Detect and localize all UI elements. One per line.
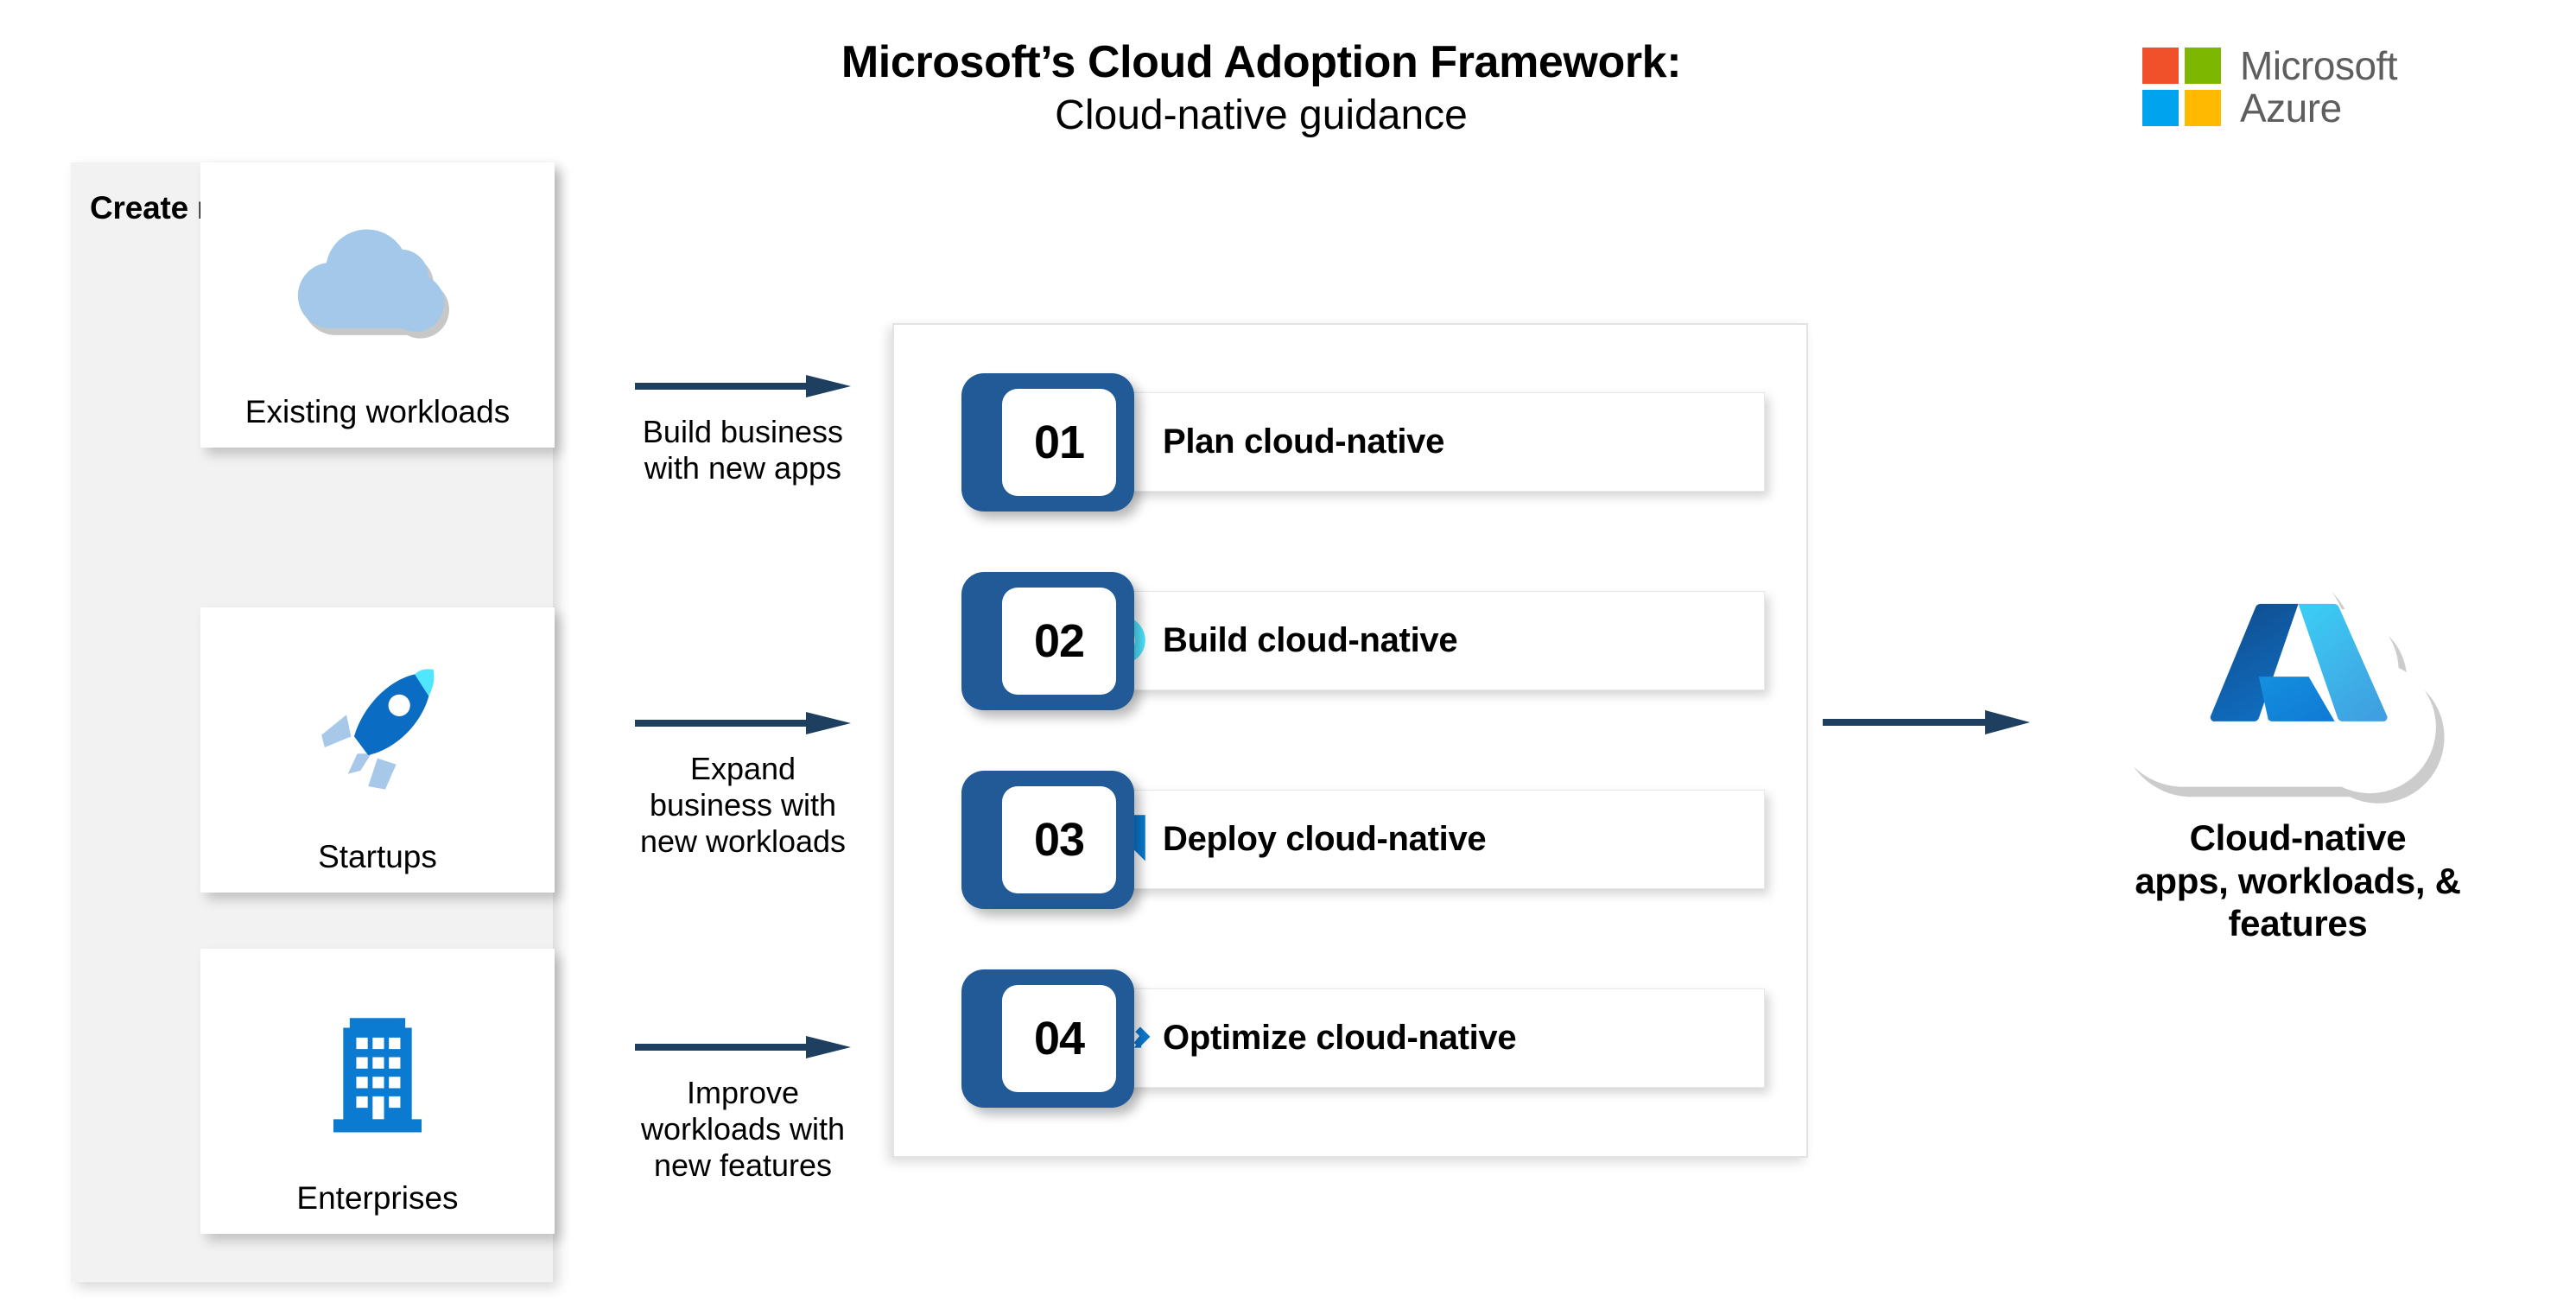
step-row[interactable]: Deploy cloud-native 03 bbox=[961, 771, 1765, 909]
square-green bbox=[2185, 48, 2221, 85]
rocket-icon bbox=[200, 607, 555, 840]
step-row[interactable]: Build cloud-native 02 bbox=[961, 572, 1765, 710]
step-label: Plan cloud-native bbox=[1163, 423, 1445, 461]
step-label: Optimize cloud-native bbox=[1163, 1019, 1517, 1057]
step-bar[interactable]: Optimize cloud-native bbox=[1067, 988, 1765, 1088]
brand-line-azure: Azure bbox=[2240, 85, 2342, 130]
flow-caption: Build business with new apps bbox=[562, 414, 924, 486]
step-number: 01 bbox=[1002, 389, 1116, 496]
brand-wordmark: Microsoft Azure bbox=[2240, 43, 2398, 130]
flow-caption-line: workloads with bbox=[640, 1110, 846, 1147]
step-label: Deploy cloud-native bbox=[1163, 820, 1487, 858]
create-new-business-value-panel: Create new business value Startups bbox=[71, 162, 555, 1282]
outcome-label-line: features bbox=[2228, 903, 2368, 944]
flow-expand-business: Expand business with new workloads bbox=[562, 709, 924, 859]
outcome-label: Cloud-native apps, workloads, & features bbox=[2056, 817, 2540, 945]
flow-caption-line: Improve bbox=[686, 1075, 800, 1110]
flow-caption-line: business with bbox=[649, 786, 837, 823]
arrow-right-icon bbox=[635, 712, 851, 734]
flow-build-business: Build business with new apps bbox=[562, 372, 924, 486]
step-row[interactable]: Optimize cloud-native 04 bbox=[961, 969, 1765, 1108]
flow-caption-line: new features bbox=[653, 1147, 833, 1183]
persona-card-existing-workloads[interactable]: Existing workloads bbox=[200, 162, 555, 448]
step-bar[interactable]: Deploy cloud-native bbox=[1067, 790, 1765, 889]
microsoft-squares-icon bbox=[2142, 48, 2221, 127]
flow-caption-line: Expand bbox=[689, 751, 796, 786]
flow-caption: Expand business with new workloads bbox=[562, 751, 924, 859]
persona-label: Startups bbox=[318, 839, 437, 875]
persona-label: Enterprises bbox=[296, 1180, 459, 1217]
persona-card-startups[interactable]: Startups bbox=[200, 607, 555, 893]
outcome-block: Cloud-native apps, workloads, & features bbox=[2056, 518, 2540, 945]
cloud-native-steps-panel: Plan cloud-native 01 Build cloud-native bbox=[892, 323, 1808, 1158]
step-badge: 01 bbox=[961, 373, 1134, 512]
outcome-label-line: apps, workloads, & bbox=[2135, 860, 2461, 901]
square-yellow bbox=[2185, 90, 2221, 127]
persona-label: Existing workloads bbox=[244, 394, 511, 430]
azure-cloud-icon bbox=[2112, 555, 2445, 804]
arrow-right-icon bbox=[635, 1036, 851, 1058]
page-title: Microsoft’s Cloud Adoption Framework: Cl… bbox=[657, 36, 1866, 143]
step-label: Build cloud-native bbox=[1163, 621, 1458, 659]
flow-caption-line: Build business bbox=[642, 414, 844, 449]
square-blue bbox=[2142, 90, 2179, 127]
title-line-2: Cloud-native guidance bbox=[1055, 92, 1468, 139]
step-badge: 04 bbox=[961, 969, 1134, 1108]
step-bar[interactable]: Build cloud-native bbox=[1067, 591, 1765, 690]
step-number: 02 bbox=[1002, 588, 1116, 695]
arrow-right-icon bbox=[1823, 710, 2030, 734]
microsoft-azure-logo: Microsoft Azure bbox=[2142, 43, 2398, 130]
flow-caption: Improve workloads with new features bbox=[562, 1075, 924, 1183]
step-badge: 03 bbox=[961, 771, 1134, 909]
title-line-1: Microsoft’s Cloud Adoption Framework: bbox=[841, 37, 1682, 87]
flow-caption-line: new workloads bbox=[639, 823, 847, 859]
office-building-icon bbox=[200, 949, 555, 1181]
flow-caption-line: with new apps bbox=[644, 449, 842, 486]
cloud-icon bbox=[200, 162, 555, 395]
step-row[interactable]: Plan cloud-native 01 bbox=[961, 373, 1765, 512]
step-badge: 02 bbox=[961, 572, 1134, 710]
flow-improve-workloads: Improve workloads with new features bbox=[562, 1033, 924, 1183]
arrow-right-icon bbox=[635, 375, 851, 397]
step-number: 03 bbox=[1002, 786, 1116, 893]
persona-card-enterprises[interactable]: Enterprises bbox=[200, 949, 555, 1234]
step-number: 04 bbox=[1002, 985, 1116, 1092]
outcome-label-line: Cloud-native bbox=[2189, 817, 2407, 858]
square-red bbox=[2142, 48, 2179, 85]
step-bar[interactable]: Plan cloud-native bbox=[1067, 392, 1765, 492]
brand-line-microsoft: Microsoft bbox=[2240, 43, 2398, 88]
